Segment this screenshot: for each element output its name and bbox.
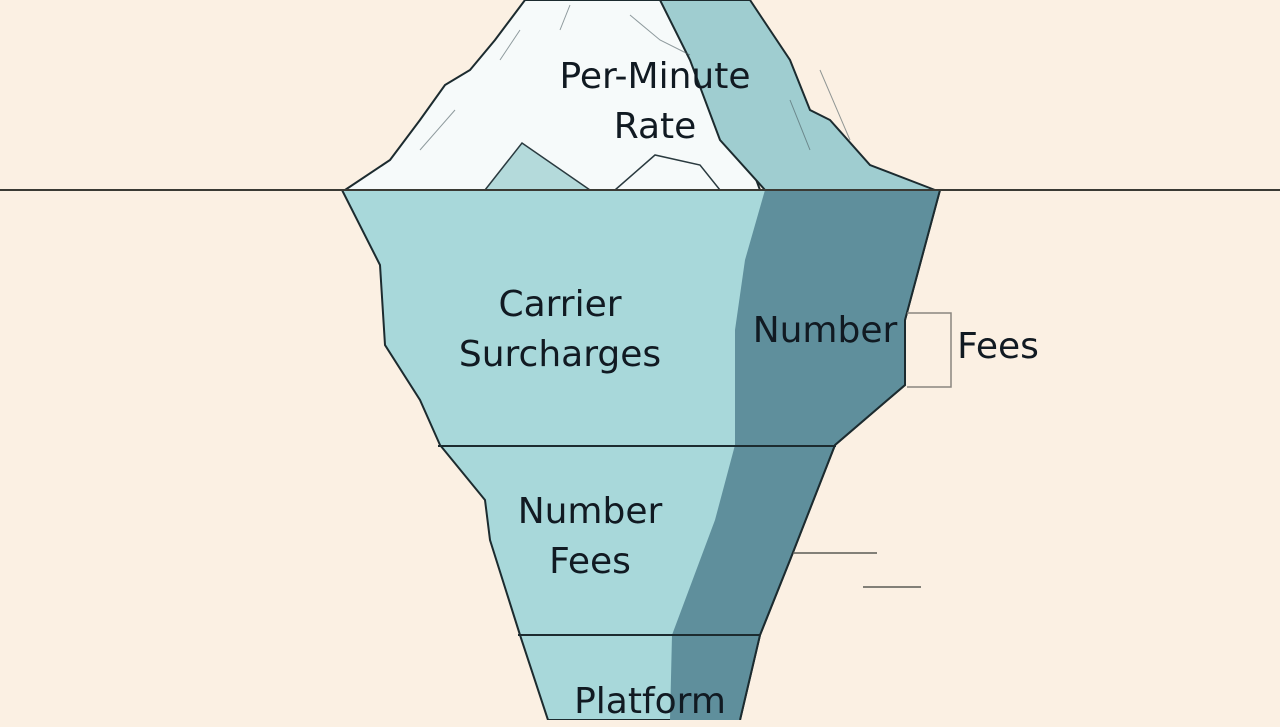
label-line: Number <box>752 310 898 351</box>
callout-bracket <box>907 312 952 388</box>
label-number-fees: Number Fees <box>490 487 690 587</box>
label-platform: Platform <box>545 677 755 727</box>
iceberg-tip-shadow <box>658 0 936 191</box>
label-line: Fees <box>957 326 1039 367</box>
label-line: Platform <box>574 681 726 722</box>
label-per-minute-rate: Per-Minute Rate <box>520 52 790 152</box>
iceberg-underwater-dark <box>670 190 940 720</box>
label-line: Surcharges <box>458 334 662 375</box>
label-line: Number <box>517 491 663 532</box>
label-line: Fees <box>549 541 631 582</box>
label-line: Per-Minute <box>559 56 751 97</box>
label-number-side: Number <box>740 306 910 356</box>
label-carrier-surcharges: Carrier Surcharges <box>430 280 690 380</box>
label-callout-fees: Fees <box>948 322 1048 372</box>
label-line: Rate <box>613 106 697 147</box>
label-line: Carrier <box>498 284 622 325</box>
